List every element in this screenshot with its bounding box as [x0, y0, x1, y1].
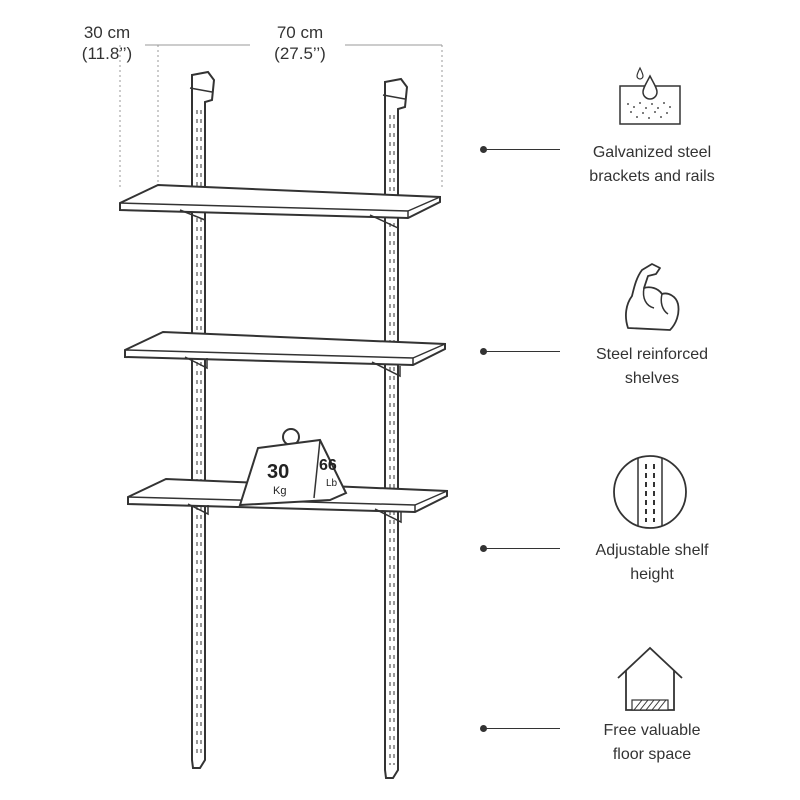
feature-line-1: Steel reinforced — [595, 346, 709, 363]
feature-line-2: height — [630, 566, 674, 583]
shelving-unit-illustration: 30 Kg 66 Lb — [119, 44, 448, 779]
depth-metric: 30 cm — [83, 23, 131, 42]
right-rail — [382, 77, 409, 779]
left-rail — [189, 70, 216, 769]
galvanized-drop-icon — [619, 66, 681, 125]
width-dimension-label: 70 cm (27.5’’) — [250, 22, 350, 64]
feature-label: Steel reinforced shelves — [562, 343, 742, 391]
feature-adjustable: Adjustable shelf height — [480, 450, 780, 583]
feature-reinforced: Steel reinforced shelves — [480, 258, 780, 387]
width-imperial: (27.5’’) — [274, 44, 326, 63]
weight-metric-value: 30 — [267, 461, 289, 483]
shelf-top — [119, 183, 441, 230]
depth-dimension-label: 30 cm (11.8’’) — [62, 22, 152, 64]
feature-label: Free valuable floor space — [562, 719, 742, 767]
weight-imperial-value: 66 — [319, 457, 337, 474]
feature-line-1: Galvanized steel — [592, 144, 712, 161]
strong-arm-icon — [625, 263, 680, 331]
weight-imperial-unit: Lb — [326, 478, 338, 489]
leader-line — [483, 548, 560, 549]
dimension-guides — [119, 44, 443, 190]
shelf-middle — [124, 330, 446, 378]
leader-line — [483, 149, 560, 150]
feature-label: Adjustable shelf height — [562, 539, 742, 587]
depth-imperial: (11.8’’) — [81, 44, 133, 63]
feature-label: Galvanized steel brackets and rails — [562, 141, 742, 189]
weight-icon: 30 Kg 66 Lb — [238, 428, 348, 507]
feature-line-2: floor space — [612, 746, 692, 763]
house-floor-icon — [617, 646, 683, 711]
rail-slots-icon — [613, 455, 687, 529]
weight-metric-unit: Kg — [273, 485, 286, 497]
feature-line-2: shelves — [624, 370, 680, 387]
feature-line-1: Adjustable shelf — [595, 542, 709, 559]
leader-line — [483, 351, 560, 352]
feature-line-1: Free valuable — [603, 722, 701, 739]
leader-line — [483, 728, 560, 729]
feature-line-2: brackets and rails — [589, 168, 715, 185]
feature-floor-space: Free valuable floor space — [480, 640, 780, 763]
feature-galvanized: Galvanized steel brackets and rails — [480, 62, 780, 185]
width-metric: 70 cm — [276, 23, 324, 42]
